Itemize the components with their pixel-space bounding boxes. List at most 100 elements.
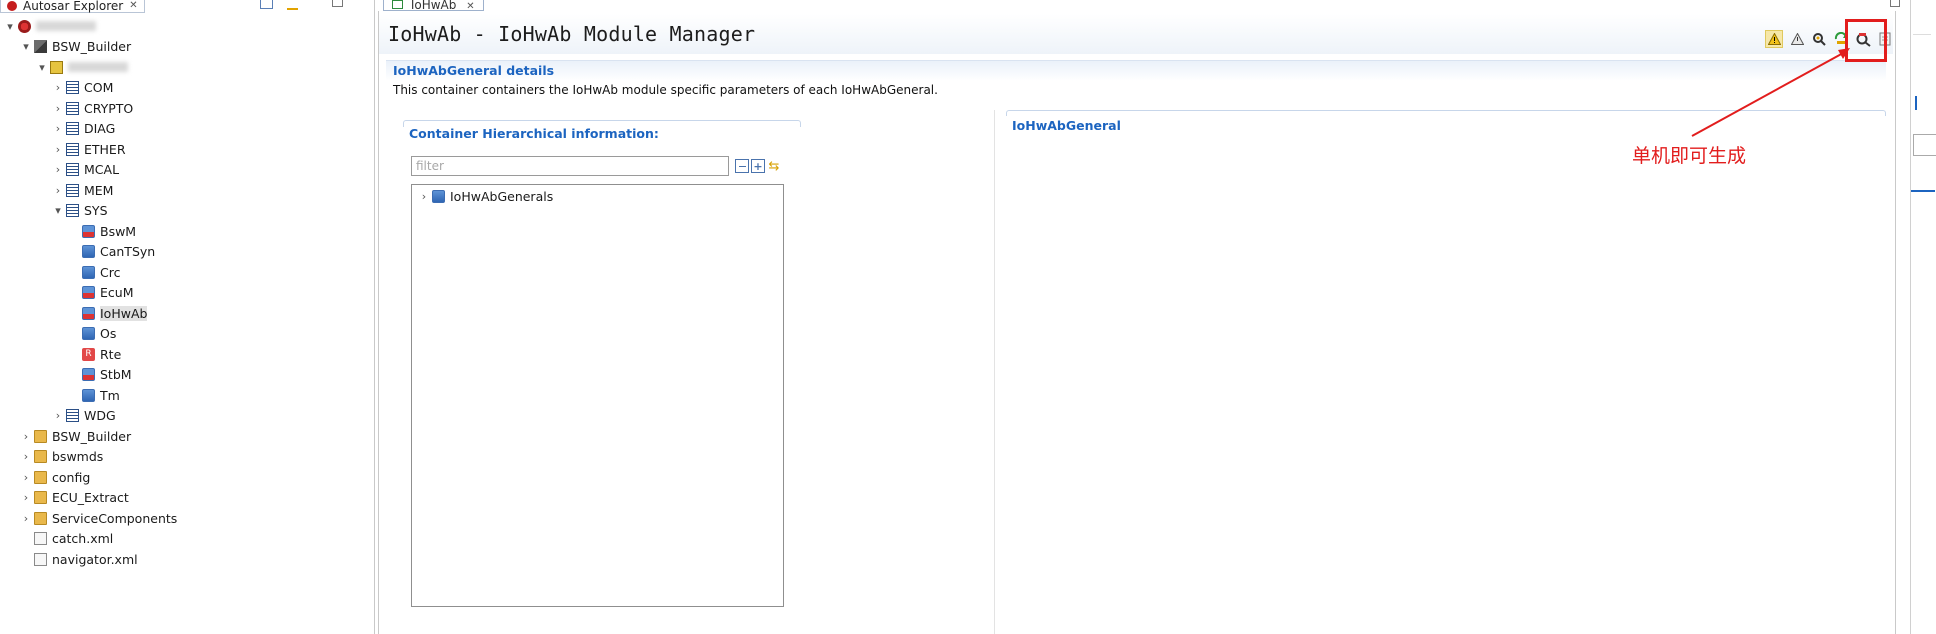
page-title: IoHwAb - IoHwAb Module Manager	[388, 22, 756, 46]
explorer-tree-item[interactable]: › DIAG	[52, 119, 116, 139]
chevron-right-icon[interactable]: ›	[55, 409, 61, 422]
autosar-explorer-icon	[7, 1, 17, 11]
explorer-tree-item[interactable]: › MEM	[52, 180, 114, 200]
side-panel-partial	[1910, 0, 1936, 634]
explorer-tree-item[interactable]: › MCAL	[52, 160, 119, 180]
warning-outline-icon[interactable]	[1788, 30, 1806, 48]
chevron-right-icon[interactable]: ›	[55, 142, 61, 156]
explorer-tree-item-label: StbM	[100, 367, 132, 382]
filter-input[interactable]	[411, 156, 729, 176]
chevron-right-icon[interactable]: ›	[23, 511, 29, 525]
explorer-tree-item-label: CanTSyn	[100, 244, 156, 259]
folder-icon	[34, 470, 47, 484]
explorer-tree-item[interactable]: ▾ BSW_Builder	[20, 37, 131, 57]
chevron-right-icon[interactable]: ›	[55, 122, 61, 135]
explorer-tree-item-label: MCAL	[84, 162, 120, 177]
chevron-right-icon[interactable]: ›	[55, 183, 61, 197]
close-icon[interactable]: ✕	[466, 1, 475, 12]
workspace-icon	[18, 19, 31, 33]
chevron-right-icon[interactable]: ›	[55, 163, 61, 176]
minimize-icon[interactable]	[332, 0, 343, 7]
explorer-tree-item-label: navigator.xml	[52, 551, 138, 567]
list-icon	[66, 409, 79, 422]
explorer-tree-item[interactable]: ›ETHER	[52, 139, 126, 159]
chevron-down-icon[interactable]: ▾	[39, 60, 45, 74]
explorer-tree-item-label: CRYPTO	[84, 100, 134, 116]
chevron-down-icon[interactable]: ▾	[7, 19, 13, 33]
explorer-tree-item[interactable]: ▾ SYS	[52, 201, 108, 221]
explorer-tree-item[interactable]: catch.xml	[20, 529, 113, 549]
tree-spacer	[68, 385, 80, 405]
explorer-tab-label: Autosar Explorer	[23, 0, 124, 13]
tree-item-iohwabgenerals[interactable]: › IoHwAbGenerals	[418, 186, 553, 206]
explorer-tree-item-label: ECU_Extract	[52, 490, 129, 505]
warning-icon[interactable]	[1765, 30, 1783, 48]
explorer-tree-item[interactable]: navigator.xml	[20, 549, 138, 569]
chevron-right-icon[interactable]: ›	[23, 450, 29, 463]
explorer-tree-item-label	[36, 21, 96, 31]
chevron-right-icon[interactable]: ›	[55, 101, 61, 115]
folder-icon	[34, 511, 47, 525]
chevron-down-icon[interactable]: ▾	[23, 40, 29, 53]
explorer-tab[interactable]: Autosar Explorer ✕	[0, 0, 145, 13]
explorer-tree-item[interactable]: › ServiceComponents	[20, 508, 177, 528]
tree-spacer	[68, 324, 80, 344]
close-icon[interactable]: ✕	[129, 0, 138, 11]
tree-spacer	[20, 529, 32, 549]
chevron-right-icon[interactable]: ›	[23, 491, 29, 504]
collapse-all-icon[interactable]	[260, 0, 273, 9]
editor-tab-icon	[392, 0, 403, 9]
module-icon	[82, 265, 95, 279]
explorer-tree-item[interactable]: BswM	[68, 221, 136, 241]
right-section-title: IoHwAbGeneral	[1012, 118, 1121, 133]
module-error-icon	[82, 224, 95, 238]
explorer-tree-item-label: BSW_Builder	[52, 39, 132, 54]
chevron-right-icon[interactable]: ›	[23, 470, 29, 484]
explorer-tree-item[interactable]: ›COM	[52, 78, 114, 98]
explorer-tree-item[interactable]: StbM	[68, 365, 132, 385]
collapse-all-icon[interactable]	[735, 159, 749, 173]
explorer-tree-item-label: Rte	[100, 346, 122, 362]
module-icon	[82, 327, 95, 340]
explorer-tree-item[interactable]: ▾	[36, 57, 128, 77]
explorer-tree-item[interactable]: Crc	[68, 262, 120, 282]
explorer-tree-item-label: bswmds	[52, 449, 104, 464]
explorer-tree-item[interactable]: › CRYPTO	[52, 98, 133, 118]
explorer-tree-item[interactable]: › bswmds	[20, 447, 104, 467]
explorer-tree-item-label: MEM	[84, 182, 114, 198]
gear-search-icon[interactable]	[1810, 30, 1828, 48]
explorer-tree-item[interactable]: CanTSyn	[68, 242, 155, 262]
explorer-tree-item[interactable]: ›WDG	[52, 406, 116, 426]
list-icon	[66, 122, 79, 135]
explorer-tree-item-label: Os	[100, 326, 117, 341]
explorer-tree-item[interactable]: ›BSW_Builder	[20, 426, 131, 446]
annotation-text: 单机即可生成	[1632, 145, 1747, 167]
explorer-tree-item[interactable]: IoHwAb	[68, 303, 151, 323]
maximize-icon[interactable]	[1890, 0, 1900, 7]
module-icon	[432, 189, 445, 203]
explorer-tree-item-label: ServiceComponents	[52, 510, 178, 526]
chevron-right-icon[interactable]: ›	[421, 189, 427, 203]
explorer-tree-item[interactable]: Os	[68, 324, 116, 344]
tree-spacer	[68, 283, 80, 303]
module-error-icon	[82, 368, 95, 381]
sync-icon[interactable]: ⇆	[768, 158, 780, 174]
explorer-tree-item[interactable]: ›config	[20, 467, 90, 487]
editor-tab-iohwab[interactable]: IoHwAb ✕	[383, 0, 484, 12]
chevron-right-icon[interactable]: ›	[23, 429, 29, 443]
tree-spacer	[68, 344, 80, 364]
explorer-tree-item[interactable]: ▾	[4, 16, 96, 36]
chevron-right-icon[interactable]: ›	[55, 81, 61, 94]
explorer-tree-item[interactable]: › ECU_Extract	[20, 488, 129, 508]
explorer-tree-item[interactable]: EcuM	[68, 283, 133, 303]
explorer-tree-item[interactable]: Tm	[68, 385, 120, 405]
folder-icon	[34, 491, 47, 504]
chevron-down-icon[interactable]: ▾	[55, 204, 61, 217]
explorer-tree-item-label: DIAG	[84, 121, 116, 136]
generate-icon[interactable]	[1854, 30, 1872, 48]
expand-all-icon[interactable]: +	[751, 159, 765, 173]
view-menu-icon[interactable]	[312, 0, 318, 6]
explorer-tree-item-label: SYS	[84, 203, 108, 218]
link-editor-icon[interactable]	[287, 0, 298, 10]
